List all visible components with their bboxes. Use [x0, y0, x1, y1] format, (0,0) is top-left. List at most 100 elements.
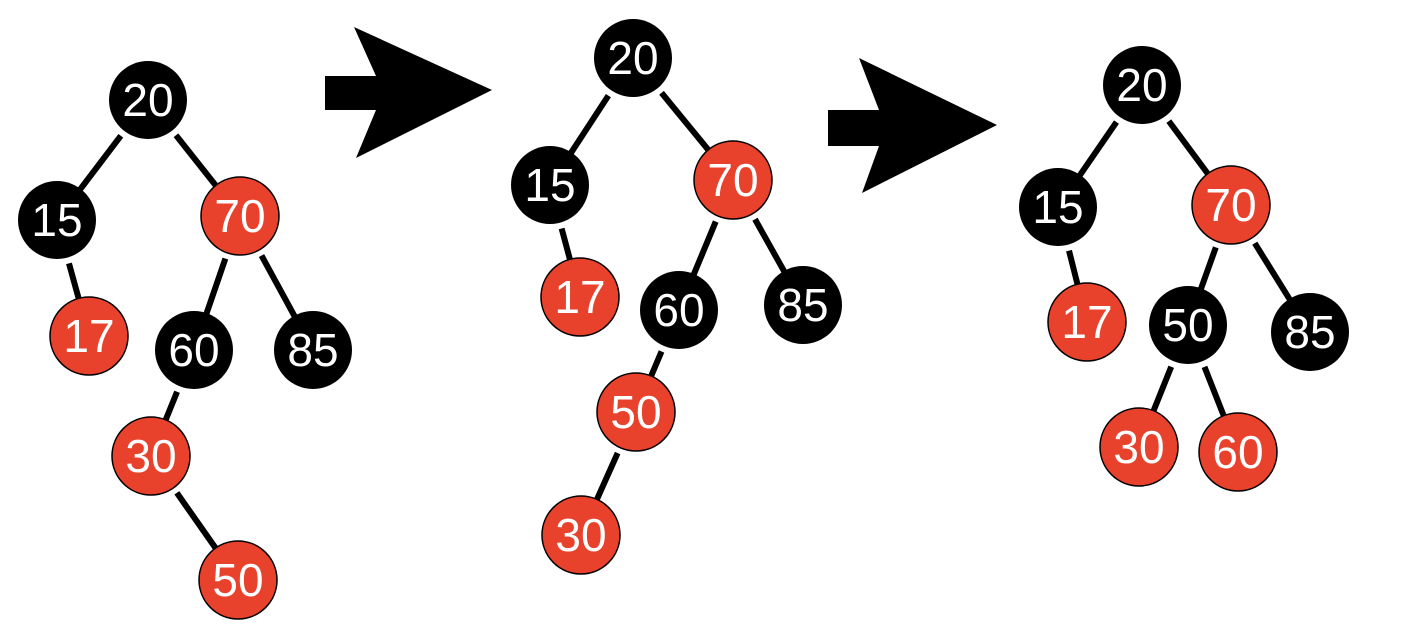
tree-node-60: 60	[1198, 412, 1278, 492]
node-label: 60	[653, 284, 704, 336]
node-label: 60	[168, 324, 219, 376]
right-arrow-icon	[828, 58, 997, 193]
tree-edge	[66, 262, 83, 304]
tree-node-30: 30	[1099, 407, 1179, 487]
node-label: 30	[125, 430, 176, 482]
transition-arrow-2	[828, 58, 997, 193]
tree-edge	[592, 451, 621, 505]
tree-edge	[174, 491, 221, 554]
black-node-circle	[18, 181, 96, 259]
black-node-circle	[764, 266, 842, 344]
tree-node-85: 85	[1271, 293, 1349, 371]
tree-edge	[1075, 120, 1119, 180]
node-label: 85	[1284, 306, 1335, 358]
node-label: 50	[610, 386, 661, 438]
node-label: 50	[1162, 299, 1213, 351]
red-node-circle	[540, 257, 620, 337]
red-node-circle	[693, 140, 773, 220]
tree-3: 20 15 70 17 50 85 30 60	[1019, 46, 1349, 492]
tree-node-60: 60	[155, 311, 233, 389]
tree-node-50: 50	[198, 540, 278, 620]
tree-node-50: 50	[1149, 286, 1227, 364]
tree-node-85: 85	[764, 266, 842, 344]
tree-edge	[659, 90, 714, 155]
tree-node-70: 70	[693, 140, 773, 220]
tree-edge	[161, 390, 180, 425]
tree-node-70: 70	[1191, 165, 1271, 245]
node-label: 60	[1212, 426, 1263, 478]
tree-node-20: 20	[594, 19, 672, 97]
tree-edge	[558, 227, 574, 264]
red-node-circle	[111, 416, 191, 496]
black-node-circle	[1149, 286, 1227, 364]
tree-edge	[1201, 365, 1228, 421]
right-arrow-icon	[325, 27, 492, 158]
black-node-circle	[1271, 293, 1349, 371]
tree-1: 20 15 70 17 60 85 30 50	[18, 61, 352, 620]
node-label: 17	[1061, 296, 1112, 348]
tree-node-30: 30	[111, 416, 191, 496]
tree-edge	[1066, 249, 1082, 289]
tree-edge	[752, 217, 789, 276]
node-label: 70	[1205, 179, 1256, 231]
red-node-circle	[1191, 165, 1271, 245]
tree-node-15: 15	[1019, 168, 1097, 246]
tree-node-50: 50	[596, 372, 676, 452]
transition-arrow-1	[325, 27, 492, 158]
node-label: 70	[707, 154, 758, 206]
red-node-circle	[49, 296, 129, 376]
tree-edge	[202, 257, 229, 318]
node-label: 20	[1116, 59, 1167, 111]
tree-node-15: 15	[18, 181, 96, 259]
tree-node-60: 60	[640, 271, 718, 349]
red-node-circle	[1099, 407, 1179, 487]
tree-edge	[566, 94, 611, 158]
tree-node-20: 20	[1103, 46, 1181, 124]
tree-node-85: 85	[274, 311, 352, 389]
black-node-circle	[1019, 168, 1097, 246]
red-node-circle	[1047, 282, 1127, 362]
node-label: 30	[555, 509, 606, 561]
tree-node-30: 30	[541, 495, 621, 575]
black-node-circle	[155, 311, 233, 389]
node-label: 30	[1113, 421, 1164, 473]
node-label: 85	[287, 324, 338, 376]
red-node-circle	[200, 176, 280, 256]
node-label: 15	[31, 194, 82, 246]
node-label: 15	[524, 159, 575, 211]
black-node-circle	[640, 271, 718, 349]
tree-node-15: 15	[511, 146, 589, 224]
black-node-circle	[511, 146, 589, 224]
tree-node-17: 17	[1047, 282, 1127, 362]
tree-node-20: 20	[109, 61, 187, 139]
node-label: 85	[777, 279, 828, 331]
tree-node-70: 70	[200, 176, 280, 256]
red-node-circle	[541, 495, 621, 575]
tree-edge	[1252, 241, 1295, 304]
red-node-circle	[1198, 412, 1278, 492]
tree-node-17: 17	[540, 257, 620, 337]
red-node-circle	[198, 540, 278, 620]
tree-node-17: 17	[49, 296, 129, 376]
tree-edge	[689, 220, 719, 279]
black-node-circle	[1103, 46, 1181, 124]
tree-edge	[173, 133, 221, 191]
node-label: 70	[214, 190, 265, 242]
tree-2: 20 15 70 17 60 85 50 30	[511, 19, 842, 575]
black-node-circle	[594, 19, 672, 97]
node-label: 20	[122, 74, 173, 126]
node-label: 15	[1032, 181, 1083, 233]
tree-edge	[1149, 365, 1175, 416]
red-node-circle	[596, 372, 676, 452]
node-label: 17	[554, 271, 605, 323]
tree-edge	[258, 254, 299, 321]
tree-edge	[75, 134, 124, 194]
tree-edge	[646, 350, 665, 381]
node-label: 17	[63, 310, 114, 362]
black-node-circle	[274, 311, 352, 389]
tree-edge	[1196, 246, 1219, 294]
node-label: 50	[212, 554, 263, 606]
tree-edge	[1166, 119, 1213, 179]
black-node-circle	[109, 61, 187, 139]
